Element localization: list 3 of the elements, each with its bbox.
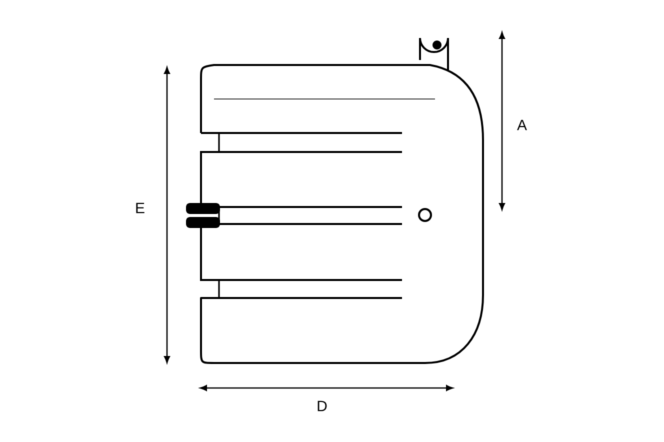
dimension-label: A [517,120,527,130]
dimension-label: E [136,202,144,214]
dimension-label: D [318,400,327,412]
